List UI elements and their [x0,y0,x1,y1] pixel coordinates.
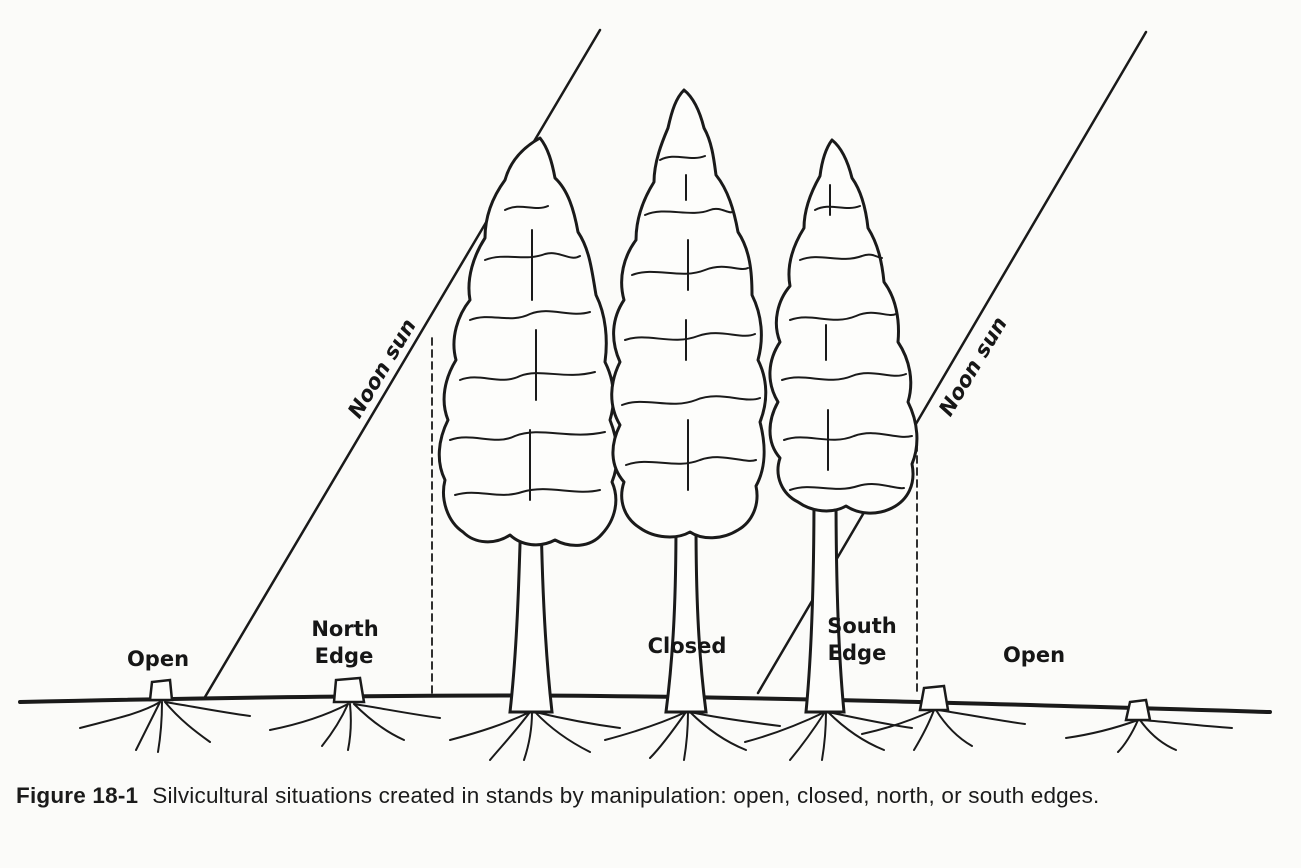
label-south-edge-line1: South [827,614,897,638]
label-noon-sun-left: Noon sun [343,315,421,423]
tree-center-trunk [664,520,708,714]
label-north-edge-line2: Edge [315,644,374,668]
label-closed: Closed [648,634,727,658]
tree-right-inner-stem [825,184,831,471]
stump-north-edge [332,676,366,704]
tree-right-trunk [804,490,846,714]
stump-open-left [148,678,174,702]
caption-text: Silvicultural situations created in stan… [152,783,1100,808]
tree-right-crown [768,138,919,515]
tree-left-trunk [508,510,554,714]
root-systems [79,701,1233,761]
figure-number: Figure 18-1 [16,783,139,808]
tree-center-crown [610,88,768,540]
label-north-edge-line1: North [311,617,378,641]
label-south-edge-line2: Edge [828,641,887,665]
ground-line [18,693,1272,714]
tree-right [768,138,919,714]
label-open-right: Open [1003,643,1065,667]
stump-south-edge [918,684,950,712]
tree-left-crown-scallops [449,205,606,496]
tree-left-inner-stem [529,229,537,501]
tree-center-crown-scallops [621,155,761,466]
figure-caption: Figure 18-1 Silvicultural situations crea… [16,780,1286,812]
tree-right-crown-scallops [781,205,913,491]
label-open-left: Open [127,647,189,671]
stump-open-right [1124,698,1152,722]
tree-center [610,88,768,714]
tree-left [437,136,619,714]
tree-left-crown [437,136,619,547]
tree-center-inner-stem [685,174,689,491]
